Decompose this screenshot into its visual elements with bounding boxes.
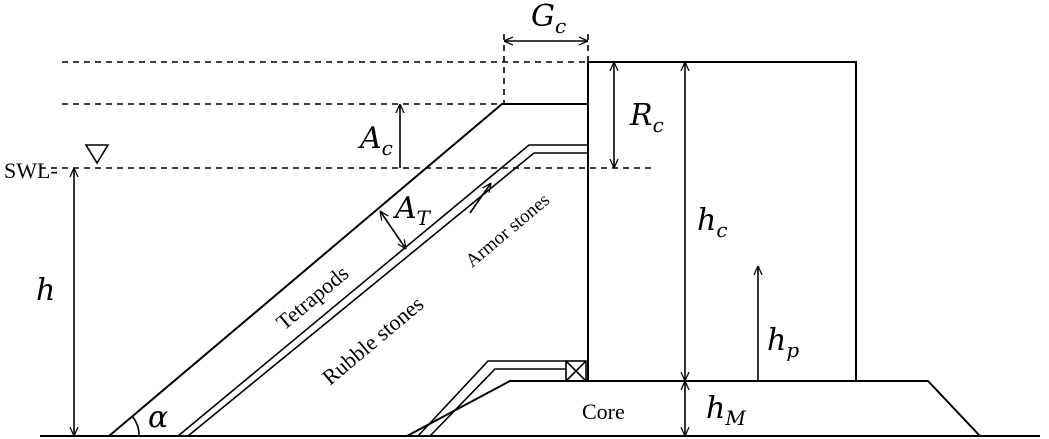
armor-stones-label: Armor stones <box>462 190 554 272</box>
foundation-armor-line-outer <box>417 360 566 437</box>
hp-symbol: hp <box>767 323 799 362</box>
foundation-armor-line-inner <box>429 368 566 437</box>
rubble-mound-foundation <box>406 380 981 437</box>
core-label: Core <box>582 399 625 424</box>
inverted-triangle-icon <box>84 144 110 165</box>
at-symbol: AT <box>392 191 432 230</box>
rc-symbol: Rc <box>629 98 664 137</box>
armor-stones-pointer-arrow <box>469 183 491 214</box>
foot-protection-block <box>565 360 587 382</box>
tetrapods-label: Tetrapods <box>271 260 353 335</box>
rubble-stones-label: Rubble stones <box>317 291 428 390</box>
hm-symbol: hM <box>706 391 746 430</box>
swl-label: SWL- <box>4 158 58 183</box>
armor-stones-outer-line <box>177 144 588 437</box>
ac-symbol: Ac <box>357 121 393 160</box>
hc-symbol: hc <box>697 203 728 242</box>
tetrapod-layer-outline <box>108 103 588 437</box>
slope-angle-arc <box>131 415 140 437</box>
armor-stones-inner-line <box>187 152 588 437</box>
at-dimension-arrow <box>380 211 406 249</box>
h-symbol: h <box>36 273 55 308</box>
gc-symbol: Gc <box>531 0 566 38</box>
alpha-symbol: α <box>148 400 168 435</box>
